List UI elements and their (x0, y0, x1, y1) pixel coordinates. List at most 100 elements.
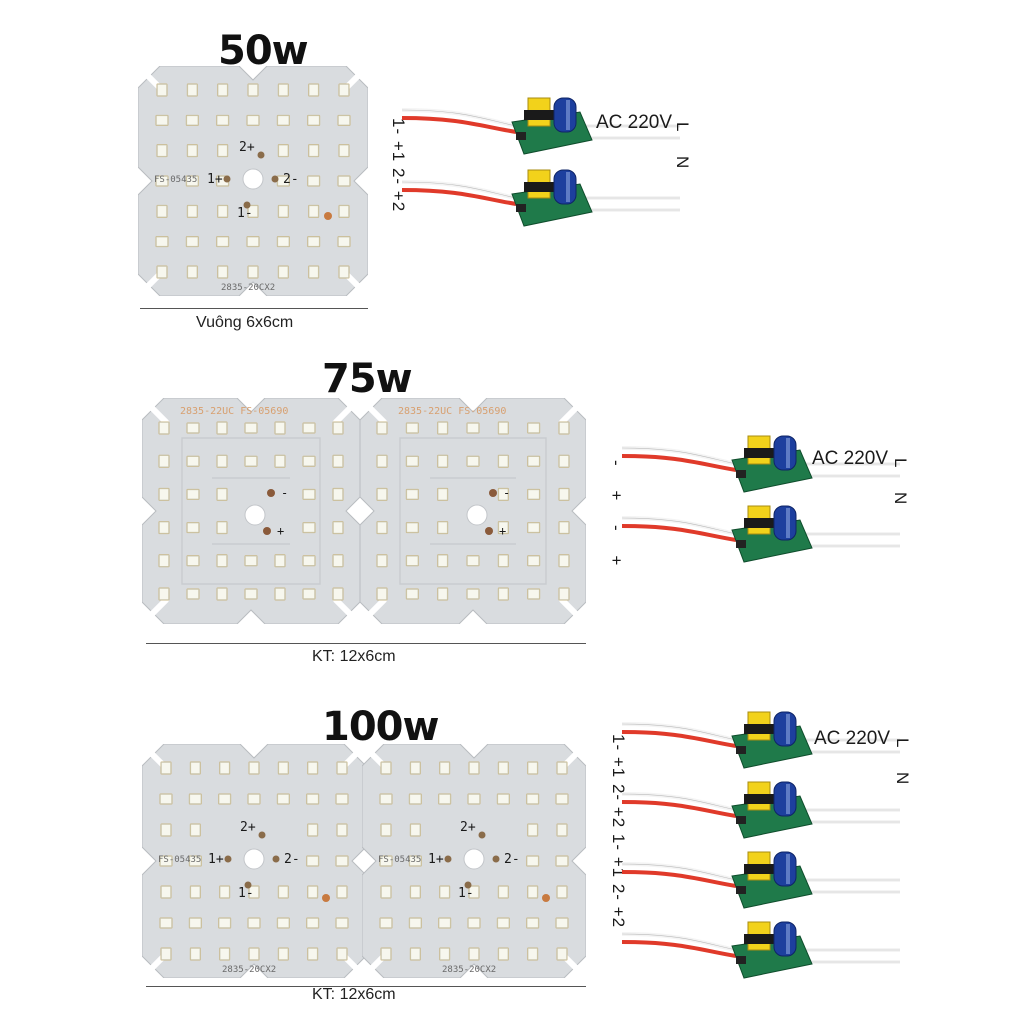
pad-label: 1+ (428, 852, 444, 867)
led-chip (467, 556, 479, 566)
led-chip (187, 522, 199, 533)
led-chip (498, 488, 509, 501)
neutral-label-100w: N (893, 772, 912, 785)
led-chip (157, 266, 167, 278)
led-chip (219, 762, 230, 774)
led-chip (527, 762, 538, 774)
led-chip (307, 176, 320, 186)
capacitor-stripe (786, 854, 790, 884)
led-chip (381, 824, 391, 836)
led-chip (306, 794, 319, 804)
transformer-core (744, 864, 774, 874)
led-chip (406, 589, 419, 599)
led-chip (275, 588, 285, 600)
led-chip (307, 948, 318, 960)
wire-red (621, 870, 737, 888)
led-chip (249, 886, 259, 898)
board-code: FS-05435 (154, 175, 197, 185)
center-hole (243, 848, 265, 870)
power-label-75w: 75w (322, 356, 413, 402)
transformer-core (744, 448, 774, 458)
pad-label: 1- (237, 206, 253, 221)
driver-module-100w-1 (621, 711, 900, 769)
led-chip (275, 422, 285, 434)
ac-label-50w: AC 220V (596, 112, 673, 133)
pad-label: 2- (284, 852, 300, 867)
capacitor (773, 435, 797, 471)
transformer-core (524, 182, 554, 192)
led-chip (247, 236, 259, 247)
led-chip (308, 144, 319, 157)
transformer-core (744, 794, 774, 804)
led-chip (186, 236, 199, 247)
center-hole (463, 848, 485, 870)
led-chip (217, 144, 228, 157)
chip (736, 886, 746, 894)
pad-label: 1- (458, 886, 474, 901)
led-chip (498, 948, 509, 960)
led-chip (469, 762, 479, 774)
driver-module-50w-2 (401, 169, 680, 227)
line-label-50w: L (673, 122, 692, 132)
led-chip (245, 556, 257, 566)
wire-white-outline (621, 933, 737, 951)
led-chip (526, 918, 539, 928)
solder-pad (244, 881, 252, 889)
capacitor (773, 781, 797, 817)
driver-module-100w-2 (621, 781, 900, 839)
driver-module-100w-3 (621, 851, 900, 909)
capacitor-stripe (786, 508, 790, 538)
solder-pad (478, 831, 486, 839)
capacitor-stripe (786, 784, 790, 814)
led-chip (277, 236, 290, 247)
led-chip (498, 588, 509, 600)
led-chip (159, 588, 169, 600)
led-chip (187, 456, 199, 467)
led-chip (377, 488, 387, 501)
capacitor (553, 169, 577, 205)
led-chip (380, 918, 392, 928)
led-chip (190, 886, 201, 898)
led-chip (216, 236, 229, 247)
led-chip (308, 84, 319, 96)
led-chip (439, 762, 450, 774)
led-chip (556, 794, 568, 804)
led-chip (406, 556, 419, 566)
led-chip (381, 948, 391, 960)
wire-white-outline (621, 793, 737, 811)
led-chip (377, 588, 387, 600)
led-chip (557, 762, 567, 774)
solder-pad (485, 527, 493, 535)
led-chip (187, 205, 198, 218)
led-chip (381, 762, 391, 774)
led-chip (337, 824, 347, 836)
led-chip (187, 556, 199, 566)
led-chip (333, 488, 343, 501)
led-chip (306, 856, 319, 866)
led-chip (217, 84, 228, 96)
led-chip (336, 856, 348, 866)
led-chip (498, 886, 509, 898)
transformer-core (744, 724, 774, 734)
led-chip (498, 422, 509, 434)
led-chip (527, 556, 540, 566)
led-chip (160, 794, 172, 804)
led-chip (498, 521, 509, 534)
chip (736, 540, 746, 548)
led-chip (186, 176, 199, 186)
led-chip (248, 84, 258, 96)
led-chip (406, 522, 419, 533)
led-chip (187, 489, 199, 500)
led-chip (339, 205, 349, 218)
led-chip (497, 918, 510, 928)
led-chip (410, 948, 421, 960)
wire-red (621, 454, 737, 472)
solder-pad (257, 151, 265, 159)
pad-label: 1+ (208, 852, 224, 867)
led-chip (527, 589, 540, 599)
led-board-75w-right: -+2835-22UC FS-05690 (360, 398, 586, 624)
solder-pad (272, 855, 280, 863)
led-chip (161, 762, 171, 774)
power-label-100w: 100w (322, 704, 439, 750)
led-chip (217, 521, 227, 534)
